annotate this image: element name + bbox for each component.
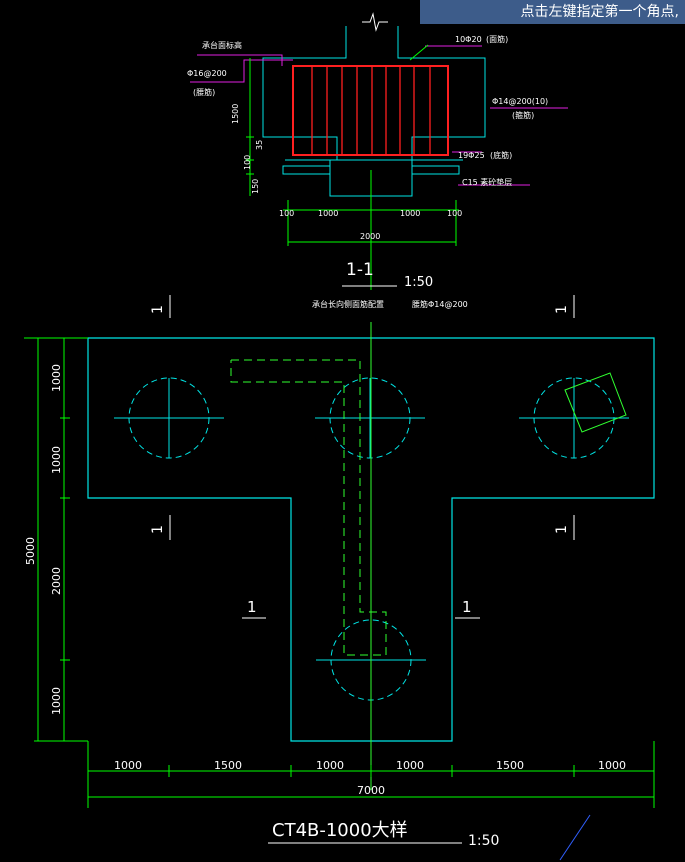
rebar-path <box>230 359 387 656</box>
section-view <box>190 12 568 290</box>
section-mark-1: 1 <box>150 305 166 314</box>
section-mark-3: 1 <box>150 525 166 534</box>
section-title: 1-1 <box>346 260 374 280</box>
label-top-elevation: 承台面标高 <box>202 40 242 50</box>
label-cushion: C15 素砼垫层 <box>462 177 512 187</box>
dim-bottom-1: 1000 <box>114 759 142 772</box>
column-stub-right <box>397 26 486 160</box>
cushion-right <box>411 165 460 175</box>
dim-left-total: 5000 <box>24 537 37 565</box>
section-mark-4: 1 <box>554 525 570 534</box>
cushion-left <box>282 165 331 175</box>
dim-h-1000a: 1000 <box>318 209 338 218</box>
label-stirrup-left-note: (腰筋) <box>193 87 215 97</box>
plan-note-right: 腰筋Φ14@200 <box>412 299 468 309</box>
plan-dimensions-bottom <box>87 741 655 808</box>
dim-bottom-total: 7000 <box>357 784 385 797</box>
dim-bottom-5: 1500 <box>496 759 524 772</box>
plan-note-left: 承台长向侧面筋配置 <box>312 299 384 309</box>
label-bottom-bar-note: (底筋) <box>490 150 512 160</box>
plan-labels: 承台长向侧面筋配置 腰筋Φ14@200 1 1 1 1 1 1 1000 100… <box>24 299 626 849</box>
break-mark <box>362 12 388 32</box>
dim-h-100b: 100 <box>447 209 462 218</box>
rebar-cage <box>292 65 449 156</box>
section-labels: 承台面标高 Φ16@200 (腰筋) 10Φ20 (面筋) Φ14@200(10… <box>187 34 548 290</box>
label-top-bar-note: (面筋) <box>486 34 508 44</box>
plan-view <box>24 295 655 861</box>
section-mark-2: 1 <box>554 305 570 314</box>
command-prompt: 点击左键指定第一个角点, <box>420 0 685 24</box>
label-side-bar: Φ14@200(10) <box>492 97 548 106</box>
column-stub <box>262 26 347 161</box>
pile-crosshairs <box>114 378 629 661</box>
dim-bottom-3: 1000 <box>316 759 344 772</box>
section-dimensions <box>246 58 459 290</box>
leaders <box>190 44 568 186</box>
dim-v-1500: 1500 <box>231 104 240 124</box>
label-stirrup-left: Φ16@200 <box>187 69 227 78</box>
dim-total: 2000 <box>360 232 380 241</box>
dim-left-1000c: 1000 <box>50 687 63 715</box>
section-scale: 1:50 <box>404 275 433 290</box>
dim-left-1000a: 1000 <box>50 364 63 392</box>
dim-v-150: 150 <box>251 179 260 194</box>
label-top-bar: 10Φ20 <box>455 35 482 44</box>
plan-dimensions-left <box>24 337 88 742</box>
section-mark-5: 1 <box>247 598 257 616</box>
rebar-verticals <box>311 66 431 155</box>
dim-bottom-2: 1500 <box>214 759 242 772</box>
dim-v-35: 35 <box>255 140 264 150</box>
dim-left-1000b: 1000 <box>50 446 63 474</box>
section-mark-6: 1 <box>462 598 472 616</box>
dim-v-100: 100 <box>243 155 252 170</box>
dim-h-1000b: 1000 <box>400 209 420 218</box>
label-side-bar-note: (箍筋) <box>512 110 534 120</box>
plan-title: CT4B-1000大样 <box>272 820 408 841</box>
cap-outline <box>87 337 655 742</box>
selection-box <box>564 372 627 433</box>
dim-bottom-4: 1000 <box>396 759 424 772</box>
dim-left-2000: 2000 <box>50 567 63 595</box>
dim-h-100a: 100 <box>279 209 294 218</box>
dim-bottom-6: 1000 <box>598 759 626 772</box>
plan-scale: 1:50 <box>468 833 499 849</box>
label-bottom-bar: 19Φ25 <box>458 151 485 160</box>
